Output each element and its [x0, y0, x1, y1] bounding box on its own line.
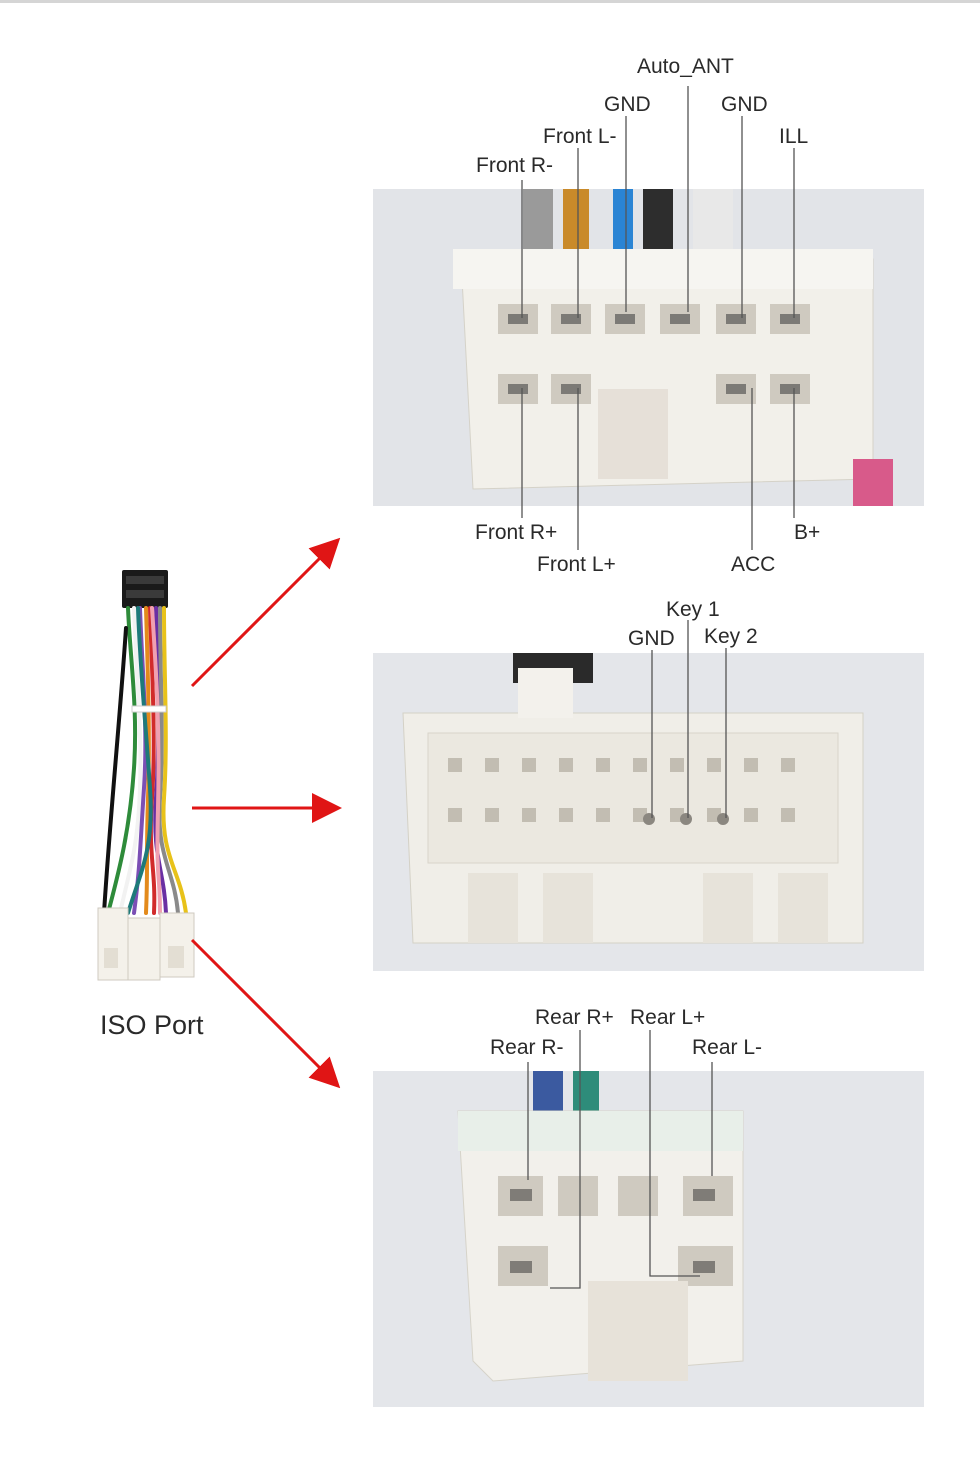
main-connector-photo	[373, 189, 924, 506]
label-ill: ILL	[779, 125, 809, 148]
label-rear-l-minus: Rear L-	[692, 1036, 763, 1059]
label-key-2: Key 2	[704, 625, 758, 648]
key-connector-photo	[373, 653, 924, 971]
label-auto-ant: Auto_ANT	[637, 55, 734, 78]
label-b-plus: B+	[794, 521, 821, 544]
label-key-1: Key 1	[666, 598, 720, 621]
label-gnd-2: GND	[721, 93, 768, 116]
rear-connector-photo	[373, 1071, 924, 1407]
label-front-r-minus: Front R-	[476, 154, 554, 177]
label-rear-r-minus: Rear R-	[490, 1036, 564, 1059]
label-front-l-minus: Front L-	[543, 125, 617, 148]
iso-port-label: ISO Port	[100, 1010, 204, 1040]
leader-rear-l-plus	[649, 1030, 700, 1277]
top-divider	[0, 0, 980, 3]
label-key-gnd: GND	[628, 627, 675, 650]
label-front-l-plus: Front L+	[537, 553, 616, 576]
label-front-r-plus: Front R+	[475, 521, 558, 544]
label-gnd-1: GND	[604, 93, 651, 116]
arrow-to-rear-connector	[190, 938, 341, 1089]
iso-harness-image	[97, 570, 195, 981]
label-rear-r-plus: Rear R+	[535, 1006, 614, 1029]
label-acc: ACC	[731, 553, 776, 576]
label-rear-l-plus: Rear L+	[630, 1006, 706, 1029]
leader-rear-r-plus	[550, 1030, 581, 1289]
arrow-to-main-connector	[190, 537, 341, 688]
